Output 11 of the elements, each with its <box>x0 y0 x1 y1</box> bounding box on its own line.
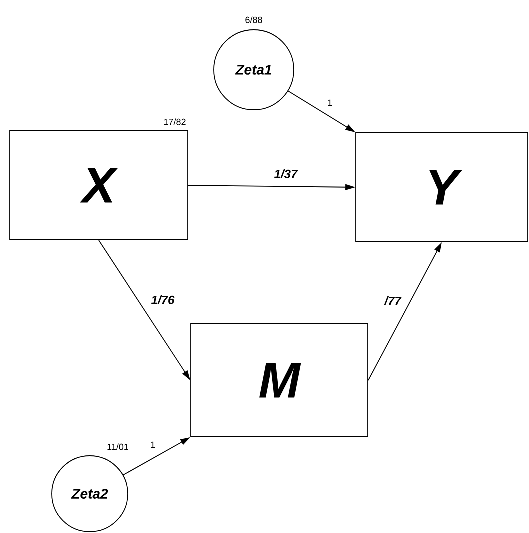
path-coefficient: 1 <box>150 440 156 450</box>
variable-box: X <box>10 130 188 240</box>
path-coefficient: 1 <box>326 98 334 108</box>
variance-label: 17/82 <box>164 118 186 126</box>
variance-label: 11/01 <box>108 444 128 450</box>
variance-label: 6/88 <box>246 16 262 24</box>
path-coefficient: 1/37 <box>273 168 299 180</box>
path-coefficient: /77 <box>384 296 402 306</box>
variable-box: M <box>190 324 368 438</box>
path-coefficient: 1/76 <box>150 294 176 306</box>
variable-box: Y <box>356 132 528 242</box>
